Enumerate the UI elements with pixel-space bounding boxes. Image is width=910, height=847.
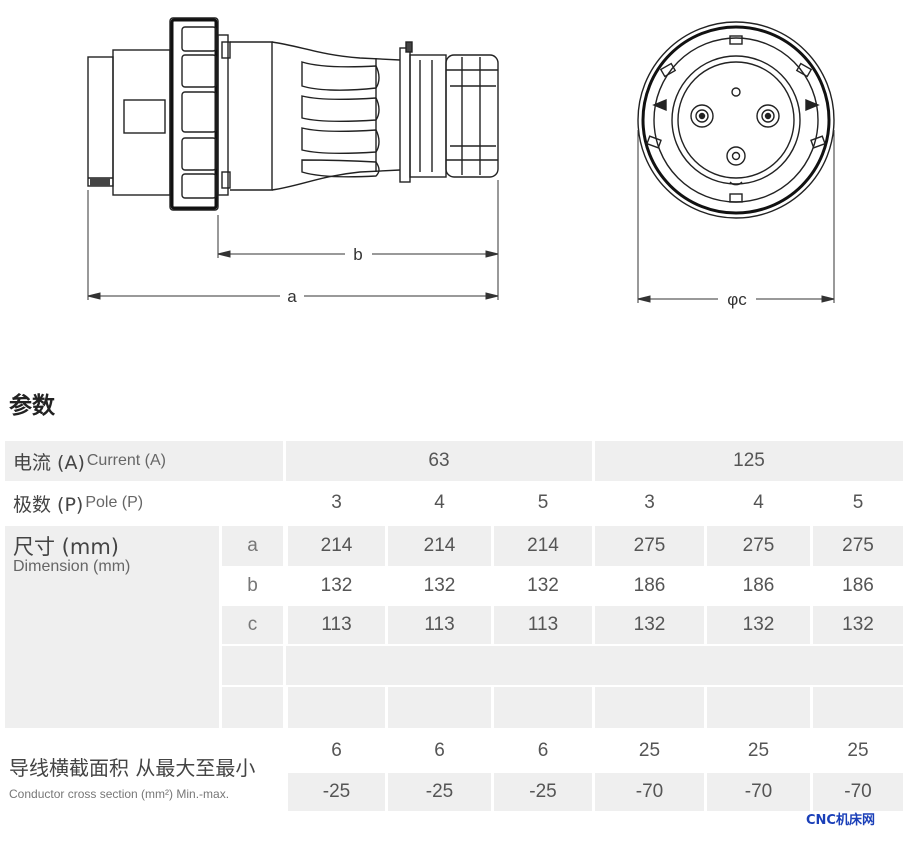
dim-a-value: 214: [388, 526, 491, 566]
empty-cell: [286, 646, 903, 685]
conductor-min-value: 25: [747, 740, 770, 761]
dim-c-value: 132: [707, 606, 810, 644]
conductor-max-value: -70: [813, 773, 903, 811]
current-value-63: 63: [286, 441, 592, 481]
current-label-en: Current (A): [86, 452, 166, 469]
conductor-min-value: 6: [537, 740, 549, 761]
dim-sub-c: c: [222, 606, 283, 644]
watermark: CNC机床网: [806, 813, 875, 828]
pole-label-cell: 极数 (P) Pole (P): [5, 483, 283, 523]
dimension-lines-side: [87, 180, 499, 300]
plug-side-view: [87, 17, 499, 211]
dim-c-value: 113: [494, 606, 592, 644]
dimension-label-cell: 尺寸 (mm) Dimension (mm): [5, 526, 219, 728]
pole-value: 3: [331, 492, 342, 513]
pole-value: 4: [434, 492, 445, 513]
dim-b-value: 132: [527, 575, 559, 596]
empty-cell: [288, 687, 385, 728]
empty-cell: [707, 687, 810, 728]
dimension-lines-front: [637, 130, 835, 303]
conductor-max-value: -25: [388, 773, 491, 811]
conductor-min-value: 6: [434, 740, 445, 761]
conductor-max-value: -70: [707, 773, 810, 811]
conductor-label-en: Conductor cross section (mm²) Min.-max.: [9, 787, 230, 801]
dim-c-value: 132: [813, 606, 903, 644]
section-title: 参数: [9, 393, 55, 419]
dim-c-value: 113: [388, 606, 491, 644]
dim-b-value: 186: [633, 575, 666, 596]
conductor-label-zh: 导线横截面积 从最大至最小: [9, 756, 256, 780]
dim-c-value: 132: [595, 606, 704, 644]
dim-label-a: a: [287, 287, 297, 306]
pole-value: 3: [644, 492, 655, 513]
dim-b-value: 132: [320, 575, 353, 596]
dim-b-value: 132: [423, 575, 456, 596]
current-label-zh: 电流 (A): [13, 451, 85, 474]
dim-b-value: 186: [842, 575, 874, 596]
conductor-max-value: -70: [595, 773, 704, 811]
empty-cell: [595, 687, 704, 728]
dim-a-value: 275: [707, 526, 810, 566]
technical-drawing: b a φc: [87, 17, 835, 309]
dim-b-value: 186: [742, 575, 775, 596]
empty-cell: [494, 687, 592, 728]
empty-cell: [388, 687, 491, 728]
dim-sub-a: a: [222, 526, 283, 566]
conductor-min-value: 6: [331, 740, 342, 761]
conductor-label-cell: 导线横截面积 从最大至最小 Conductor cross section (m…: [5, 740, 285, 810]
dim-a-value: 275: [813, 526, 903, 566]
plug-front-view: [637, 21, 835, 219]
pole-value: 5: [537, 492, 549, 513]
conductor-max-value: -25: [494, 773, 592, 811]
dimension-label-en: Dimension (mm): [13, 558, 131, 575]
empty-cell: [222, 646, 283, 685]
conductor-min-value: 25: [638, 740, 661, 761]
dim-label-b: b: [353, 245, 362, 264]
empty-cell: [222, 687, 283, 728]
current-label-cell: 电流 (A) Current (A): [5, 441, 283, 481]
dim-a-value: 214: [494, 526, 592, 566]
conductor-max-value: -25: [288, 773, 385, 811]
pole-label-en: Pole (P): [85, 494, 144, 511]
pole-value: 4: [753, 492, 764, 513]
dim-label-phi-c: φc: [727, 290, 747, 309]
pole-value: 5: [852, 492, 864, 513]
current-value-125: 125: [595, 441, 903, 481]
empty-cell: [813, 687, 903, 728]
pole-label-zh: 极数 (P): [13, 493, 84, 516]
dim-a-value: 275: [595, 526, 704, 566]
dimension-label-zh: 尺寸 (mm): [13, 535, 119, 559]
dim-sub-b: b: [247, 575, 258, 596]
dim-a-value: 214: [288, 526, 385, 566]
conductor-min-value: 25: [847, 740, 869, 761]
dim-c-value: 113: [288, 606, 385, 644]
